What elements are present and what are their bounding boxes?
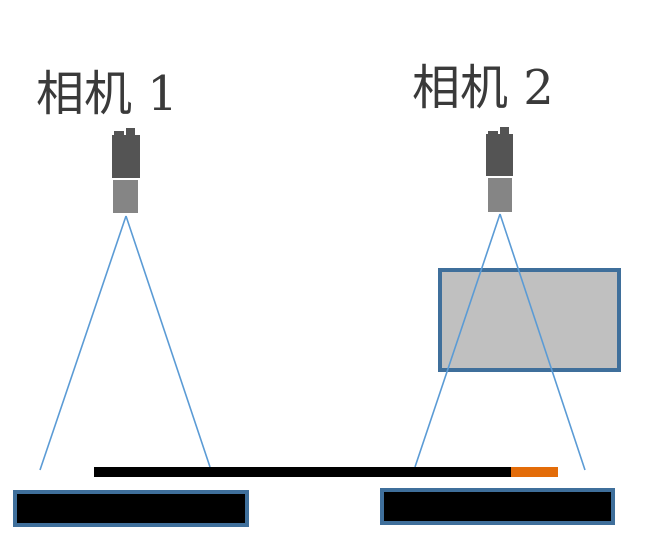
camera-2-fov-right (499, 213, 586, 471)
camera-2-icon (486, 127, 513, 212)
camera-2-label: 相机 2 (412, 60, 554, 116)
camera-1-fov-left (39, 215, 127, 471)
camera-1-label: 相机 1 (36, 66, 178, 122)
material-bar-end-segment (511, 467, 558, 477)
camera-2-fov-left (414, 213, 501, 468)
camera-1-fov-right (125, 215, 211, 468)
camera-1-frame (13, 490, 249, 527)
object-box (438, 268, 621, 372)
camera-1-icon (112, 128, 140, 213)
camera-2-frame (380, 488, 615, 525)
material-bar (94, 467, 511, 477)
